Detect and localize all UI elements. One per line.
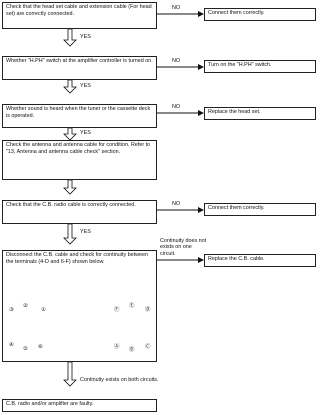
pin-e-label: Ⓔ xyxy=(129,303,135,309)
pin-4-label: ④ xyxy=(9,342,14,348)
step-3-text: Whether sound is heard when the tuner or… xyxy=(6,106,151,120)
action-3-box: Replace the head set. xyxy=(204,107,316,120)
down-arrow-3 xyxy=(63,127,77,141)
action-4-box: Connect them correctly. xyxy=(204,203,316,216)
pin-5-label: ⑤ xyxy=(23,346,28,352)
step-6-box: Disconnect the C.B. cable and check for … xyxy=(2,250,157,362)
yes-label-2: YES xyxy=(80,83,91,89)
yes-label-3: YES xyxy=(80,130,91,136)
action-1-box: Connect them correctly. xyxy=(204,8,316,21)
yes-label-1: YES xyxy=(80,34,91,40)
pin-6-label: ⑥ xyxy=(38,344,43,350)
step-4-text: Check the antenna and antenna cable for … xyxy=(6,142,151,156)
action-2-text: Turn on the "H.PH" switch. xyxy=(208,62,272,68)
down-arrow-2 xyxy=(63,79,77,94)
pin-b-label: Ⓑ xyxy=(129,347,135,353)
down-arrow-4 xyxy=(63,179,77,195)
continuity-fail-label: Continuity does not exists on one circui… xyxy=(160,238,207,257)
action-4-text: Connect them correctly. xyxy=(208,205,265,211)
no-label-4: NO xyxy=(172,201,181,207)
continuity-ok-label: Continuity exists on both circuits. xyxy=(80,377,159,383)
final-text: C.B. radio and/or amplifier are faulty. xyxy=(6,401,94,407)
down-arrow-5 xyxy=(63,223,77,245)
pin-c-label: Ⓒ xyxy=(145,344,151,350)
action-1-text: Connect them correctly. xyxy=(208,10,265,16)
action-3-text: Replace the head set. xyxy=(208,109,261,115)
down-arrow-6 xyxy=(63,361,77,387)
pin-3-label: ③ xyxy=(9,307,14,313)
yes-label-4: YES xyxy=(80,229,91,235)
no-label-3: NO xyxy=(172,104,181,110)
pin-2-label: ② xyxy=(23,303,28,309)
step-2-text: Whether "H.PH" switch at the amplifier c… xyxy=(6,58,153,64)
no-label-1: NO xyxy=(172,5,181,11)
step-1-box: Check that the head set cable and extens… xyxy=(2,2,157,29)
action-2-box: Turn on the "H.PH" switch. xyxy=(204,60,316,73)
action-5-text: Replace the C.B. cable. xyxy=(208,256,265,262)
action-5-box: Replace the C.B. cable. xyxy=(204,254,316,267)
step-2-box: Whether "H.PH" switch at the amplifier c… xyxy=(2,56,157,80)
no-label-2: NO xyxy=(172,58,181,64)
step-5-text: Check that the C.B. radio cable is corre… xyxy=(6,202,136,208)
pin-1-label: ① xyxy=(41,307,46,313)
pin-a-label: Ⓐ xyxy=(114,344,120,350)
final-box: C.B. radio and/or amplifier are faulty. xyxy=(2,399,157,412)
pin-d-label: Ⓓ xyxy=(145,307,151,313)
step-1-text: Check that the head set cable and extens… xyxy=(6,4,152,18)
step-3-box: Whether sound is heard when the tuner or… xyxy=(2,104,157,128)
down-arrow-1 xyxy=(63,28,77,47)
step-4-box: Check the antenna and antenna cable for … xyxy=(2,140,157,180)
pin-f-label: Ⓕ xyxy=(114,307,120,313)
step-5-box: Check that the C.B. radio cable is corre… xyxy=(2,200,157,224)
step-6-text: Disconnect the C.B. cable and check for … xyxy=(6,252,149,266)
